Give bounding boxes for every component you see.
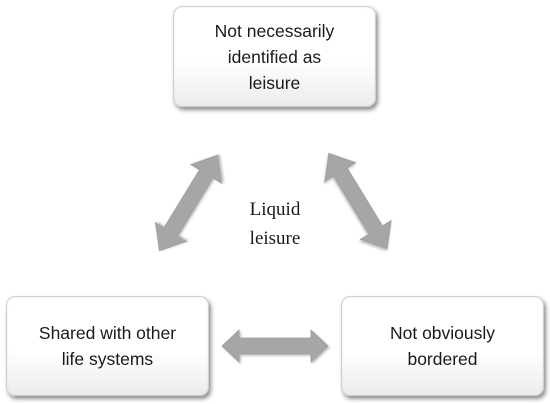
node-shared-with-other-life-systems: Shared with other life systems (6, 296, 209, 396)
double-arrow-top-left (154, 154, 223, 252)
node-top-label: Not necessarily identified as leisure (214, 20, 335, 93)
double-arrow-top-right (324, 152, 392, 250)
node-left-label: Shared with other life systems (38, 323, 177, 369)
center-label-liquid-leisure: Liquid leisure (249, 199, 301, 249)
node-right-label: Not obviously bordered (389, 323, 496, 369)
node-not-obviously-bordered: Not obviously bordered (341, 296, 544, 396)
node-not-necessarily-identified: Not necessarily identified as leisure (173, 6, 376, 107)
double-arrow-left-right (221, 329, 329, 363)
